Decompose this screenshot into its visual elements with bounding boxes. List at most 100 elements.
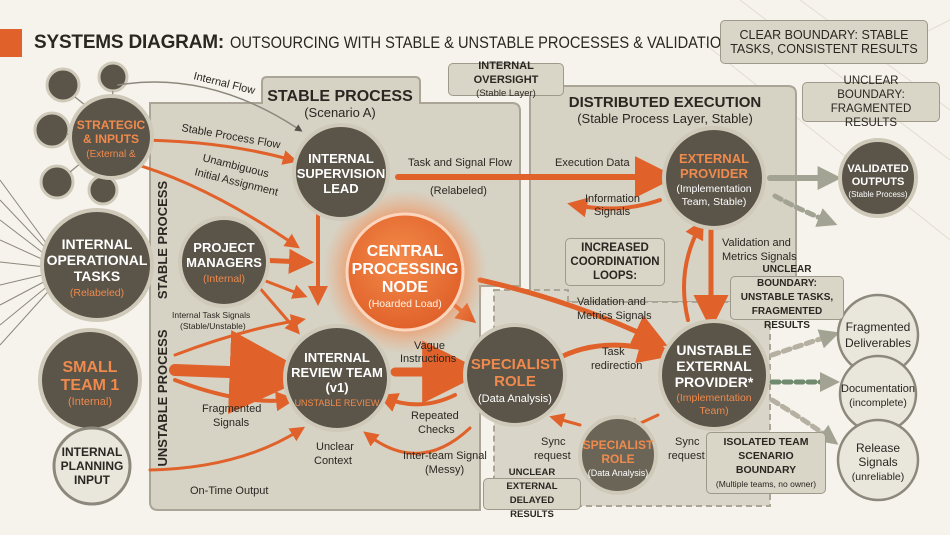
label-fragmented: Fragmented xyxy=(202,403,261,415)
node-central-label: CENTRAL xyxy=(367,243,444,260)
node-central-sub: (Hoarded Load) xyxy=(368,298,442,310)
node-review-label-3: (v1) xyxy=(325,380,348,395)
node-strategic-label: STRATEGIC xyxy=(77,118,146,132)
label-metrics-right: Metrics Signals xyxy=(722,251,797,263)
node-review-label-2: REVIEW TEAM xyxy=(291,365,383,380)
node-external-sub: (Implementation xyxy=(676,183,751,195)
callout-isolated-team: ISOLATED TEAM SCENARIO BOUNDARY (Multiple… xyxy=(706,432,826,494)
node-validated-outputs[interactable]: VALIDATED OUTPUTS (Stable Process) xyxy=(838,138,918,218)
node-supervision-label-2: SUPERVISION xyxy=(297,166,386,181)
node-unstable-label-3: PROVIDER* xyxy=(675,374,754,390)
node-unstable-provider[interactable]: UNSTABLE EXTERNAL PROVIDER* (Implementat… xyxy=(658,319,770,431)
left-spokes xyxy=(0,179,56,346)
node-review-sub: UNSTABLE REVIEW xyxy=(295,398,380,408)
node-documentation-label: Documentation xyxy=(841,383,915,395)
node-release-sub: (unreliable) xyxy=(852,471,905,483)
output-flows xyxy=(767,166,842,445)
node-documentation[interactable]: Documentation (incomplete) xyxy=(838,354,918,434)
node-supervision-label-3: LEAD xyxy=(323,181,358,196)
node-internal-ops-label-2: OPERATIONAL xyxy=(47,252,148,268)
label-request-right: request xyxy=(668,450,705,462)
node-specialist-small-label-2: ROLE xyxy=(601,452,634,466)
callout-unclear-external-text: UNCLEAR EXTERNAL DELAYED RESULTS xyxy=(506,467,558,520)
callout-internal-oversight: INTERNAL OVERSIGHT(Stable Layer) xyxy=(448,60,564,99)
stable-process-title: STABLE PROCESS xyxy=(267,88,413,105)
node-unstable-label-2: EXTERNAL xyxy=(676,358,752,374)
node-central-processing[interactable]: CENTRAL PROCESSING NODE (Hoarded Load) xyxy=(345,212,465,332)
node-central-label-3: NODE xyxy=(382,279,429,296)
node-specialist-sub: (Data Analysis) xyxy=(478,393,552,405)
label-unclear: Unclear xyxy=(316,441,354,453)
label-vague: Vague xyxy=(414,340,445,352)
node-external-label-2: PROVIDER xyxy=(680,166,749,181)
node-external-provider[interactable]: EXTERNAL PROVIDER (Implementation Team, … xyxy=(662,126,766,230)
callout-unclear-boundary-top: UNCLEAR BOUNDARY: FRAGMENTED RESULTS xyxy=(802,75,940,129)
node-fragmented-label-2: Deliverables xyxy=(845,336,911,350)
node-unstable-sub-2: Team) xyxy=(699,405,728,417)
label-internal-task-signals: Internal Task Signals xyxy=(172,310,250,320)
callout-increased-coordination: INCREASED COORDINATION LOOPS: xyxy=(565,238,665,286)
label-inter-team: Inter-team Signal xyxy=(403,450,487,462)
node-planning-label-3: INPUT xyxy=(74,473,111,487)
node-specialist-small[interactable]: SPECIALIST ROLE (Data Analysis) xyxy=(578,415,658,495)
node-supervision-lead[interactable]: INTERNAL SUPERVISION LEAD xyxy=(292,123,390,221)
node-internal-planning[interactable]: INTERNAL PLANNING INPUT xyxy=(52,426,132,506)
label-validation-right: Validation and xyxy=(722,237,791,249)
node-validated-label: VALIDATED xyxy=(847,163,908,175)
node-specialist-label-2: ROLE xyxy=(494,373,536,390)
node-release-signals[interactable]: Release Signals (unreliable) xyxy=(836,418,920,502)
title-rest: OUTSOURCING WITH STABLE & UNSTABLE PROCE… xyxy=(229,33,823,52)
label-stable-unstable: (Stable/Unstable) xyxy=(180,321,246,331)
node-specialist-main[interactable]: SPECIALIST ROLE (Data Analysis) xyxy=(463,323,567,427)
node-fragmented-label: Fragmented xyxy=(846,320,911,334)
label-execution-data: Execution Data xyxy=(555,157,630,169)
node-fragmented-deliverables[interactable]: Fragmented Deliverables xyxy=(836,293,920,377)
node-strategic[interactable]: STRATEGIC & INPUTS (External & xyxy=(68,94,154,180)
callout-isolated-text: ISOLATED TEAM SCENARIO BOUNDARY xyxy=(723,436,809,476)
node-pm-sub: (Internal) xyxy=(203,273,245,285)
node-external-sub-2: Team, Stable) xyxy=(682,196,747,208)
node-specialist-small-sub: (Data Analysis) xyxy=(588,468,649,478)
callout-clear-boundary-text: CLEAR BOUNDARY: STABLE TASKS, CONSISTENT… xyxy=(730,28,918,56)
distributed-execution-title: DISTRIBUTED EXECUTION xyxy=(569,94,762,111)
node-review-team[interactable]: INTERNAL REVIEW TEAM (v1) UNSTABLE REVIE… xyxy=(283,324,391,432)
callout-clear-boundary: CLEAR BOUNDARY: STABLE TASKS, CONSISTENT… xyxy=(720,20,928,64)
node-internal-ops-sub: (Relabeled) xyxy=(70,287,124,299)
label-request-left: request xyxy=(534,450,571,462)
distributed-execution-subtitle: (Stable Process Layer, Stable) xyxy=(577,111,753,126)
node-release-label: Release xyxy=(856,441,900,455)
node-central-label-2: PROCESSING xyxy=(352,261,459,278)
node-strategic-label-2: & INPUTS xyxy=(83,132,139,146)
title-strong: SYSTEMS DIAGRAM: xyxy=(34,32,224,53)
label-information: Information xyxy=(585,193,640,205)
node-planning-label: INTERNAL xyxy=(62,445,123,459)
label-relabeled: (Relabeled) xyxy=(430,185,487,197)
callout-isolated-sub: (Multiple teams, no owner) xyxy=(715,479,817,489)
label-redirection: redirection xyxy=(591,360,642,372)
label-context: Context xyxy=(314,455,352,467)
node-strategic-sub: (External & xyxy=(86,149,136,160)
node-project-managers[interactable]: PROJECT MANAGERS (Internal) xyxy=(178,216,270,308)
callout-unclear-external: UNCLEAR EXTERNAL DELAYED RESULTS xyxy=(483,467,581,520)
node-internal-ops-label: INTERNAL xyxy=(62,236,133,252)
callout-oversight-sub: (Stable Layer) xyxy=(476,87,536,99)
node-external-label: EXTERNAL xyxy=(679,151,749,166)
node-small-team[interactable]: SMALL TEAM 1 (Internal) xyxy=(38,328,142,432)
callout-unclear-top-text: UNCLEAR BOUNDARY: FRAGMENTED RESULTS xyxy=(830,75,912,129)
node-specialist-small-label: SPECIALIST xyxy=(583,438,654,452)
node-validated-sub: (Stable Process) xyxy=(848,190,907,199)
label-on-time-output: On-Time Output xyxy=(190,485,268,497)
node-review-label: INTERNAL xyxy=(304,350,370,365)
label-checks: Checks xyxy=(418,424,455,436)
stable-process-subtitle: (Scenario A) xyxy=(304,105,376,120)
label-sync-right: Sync xyxy=(675,436,700,448)
node-unstable-sub: (Implementation xyxy=(676,392,751,404)
label-task: Task xyxy=(602,346,625,358)
stable-process-vertical-label: STABLE PROCESS xyxy=(155,181,170,300)
label-sync-left: Sync xyxy=(541,436,566,448)
node-internal-operational[interactable]: INTERNAL OPERATIONAL TASKS (Relabeled) xyxy=(40,208,154,322)
page-title: SYSTEMS DIAGRAM: OUTSOURCING WITH STABLE… xyxy=(0,26,919,60)
node-small-team-label: SMALL xyxy=(62,359,117,376)
